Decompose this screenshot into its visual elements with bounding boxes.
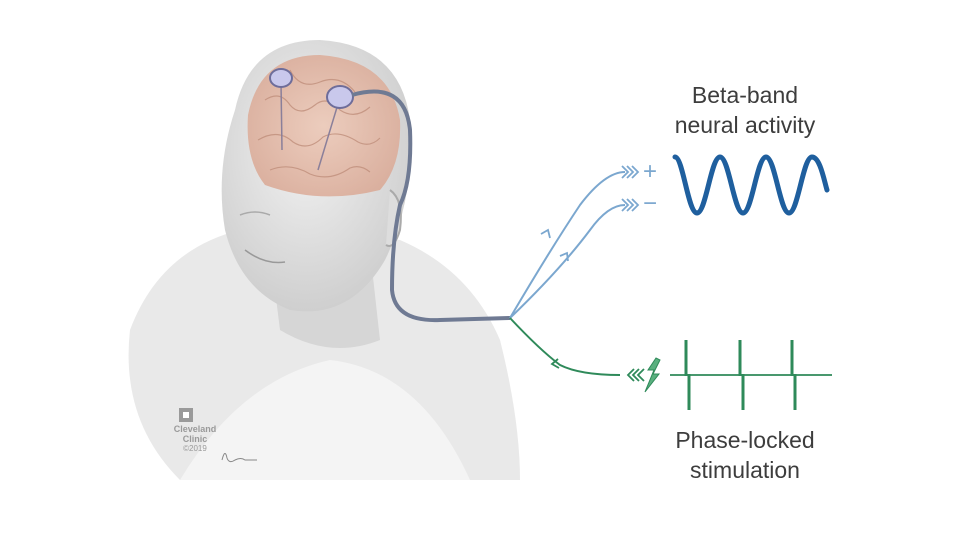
stim-wire bbox=[509, 317, 621, 376]
brain bbox=[247, 55, 401, 197]
artist-signature bbox=[221, 453, 257, 463]
sense-wire-minus bbox=[509, 204, 626, 319]
sense-wire-plus bbox=[509, 171, 626, 319]
plus-label: + bbox=[643, 158, 658, 185]
cleveland-clinic-logo-icon bbox=[179, 408, 193, 422]
minus-label: − bbox=[643, 190, 658, 217]
electrode-right bbox=[326, 85, 354, 109]
pulse-train bbox=[670, 340, 832, 410]
beta-band-label: Beta-band neural activity bbox=[674, 82, 816, 138]
electrode-left bbox=[269, 68, 293, 88]
lead-wire bbox=[351, 89, 511, 323]
lightning-icon bbox=[644, 357, 661, 393]
beta-wave bbox=[672, 154, 830, 216]
cleveland-clinic-logo: Cleveland Clinic ©2019 bbox=[173, 424, 217, 453]
phase-locked-label: Phase-locked stimulation bbox=[675, 427, 815, 483]
